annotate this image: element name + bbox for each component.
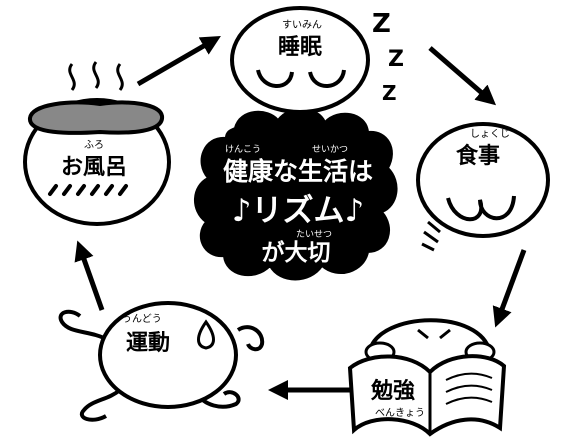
study-furigana: べんきょう [375, 407, 425, 419]
bath-label: お風呂 [61, 155, 127, 180]
bath-steam-2 [92, 61, 100, 89]
node-study: 勉強 べんきょう [347, 318, 507, 437]
node-bath: ふろ お風呂 [23, 61, 171, 226]
exercise-arm-right [236, 325, 265, 352]
bath-steam-3 [116, 63, 124, 91]
bath-blush-marks [48, 184, 128, 196]
meal-cheeks [446, 195, 516, 222]
center-cloud: けんこう せいかつ 健康な生活は ♪リズム♪ たいせつ が大切 [194, 107, 398, 281]
exercise-leg-left [80, 388, 122, 422]
meal-motion-3 [421, 242, 435, 252]
meal-motion-2 [423, 230, 439, 244]
bath-furigana: ふろ [84, 139, 104, 151]
arrow-exercise-to-bath [74, 240, 105, 311]
center-furigana-taisetsu: たいせつ [296, 229, 332, 240]
study-book-lines [445, 372, 493, 405]
center-line-2: ♪リズム♪ [232, 193, 365, 229]
center-line-3: が大切 [262, 239, 331, 266]
sleep-eye-left [256, 69, 294, 88]
center-furigana-kenkou: けんこう [225, 144, 261, 155]
sleep-z-3: Z [382, 81, 397, 105]
sleep-z-1: Z [372, 9, 391, 39]
study-book [347, 354, 507, 437]
exercise-furigana: うんどう [122, 313, 162, 325]
meal-label: 食事 [456, 143, 500, 169]
node-sleep: すいみん 睡眠 Z Z Z [230, 6, 404, 114]
study-label: 勉強 [370, 378, 415, 404]
bath-steam-1 [68, 63, 76, 91]
node-meal: しょくじ 食事 [416, 122, 550, 252]
meal-face [416, 122, 550, 238]
study-head [368, 318, 492, 353]
exercise-label: 運動 [126, 331, 170, 356]
exercise-sweat-drop [197, 319, 215, 350]
bath-towel [28, 100, 164, 135]
exercise-arm-left [58, 309, 109, 342]
sleep-furigana: すいみん [282, 19, 322, 31]
sleep-label: 睡眠 [278, 35, 322, 60]
arrow-meal-to-study [492, 249, 527, 328]
node-exercise: うんどう 運動 [58, 301, 265, 422]
arrow-bath-to-sleep [136, 35, 221, 87]
sleep-eye-right [308, 69, 346, 88]
study-brows [417, 328, 451, 340]
cycle-arrows [74, 35, 527, 400]
sleep-z-2: Z [388, 47, 404, 72]
center-furigana-seikatsu: せいかつ [312, 144, 348, 155]
arrow-sleep-to-meal [428, 46, 497, 106]
meal-motion-1 [427, 220, 441, 234]
center-line-1: 健康な生活は [223, 157, 373, 186]
meal-furigana: しょくじ [470, 128, 510, 140]
